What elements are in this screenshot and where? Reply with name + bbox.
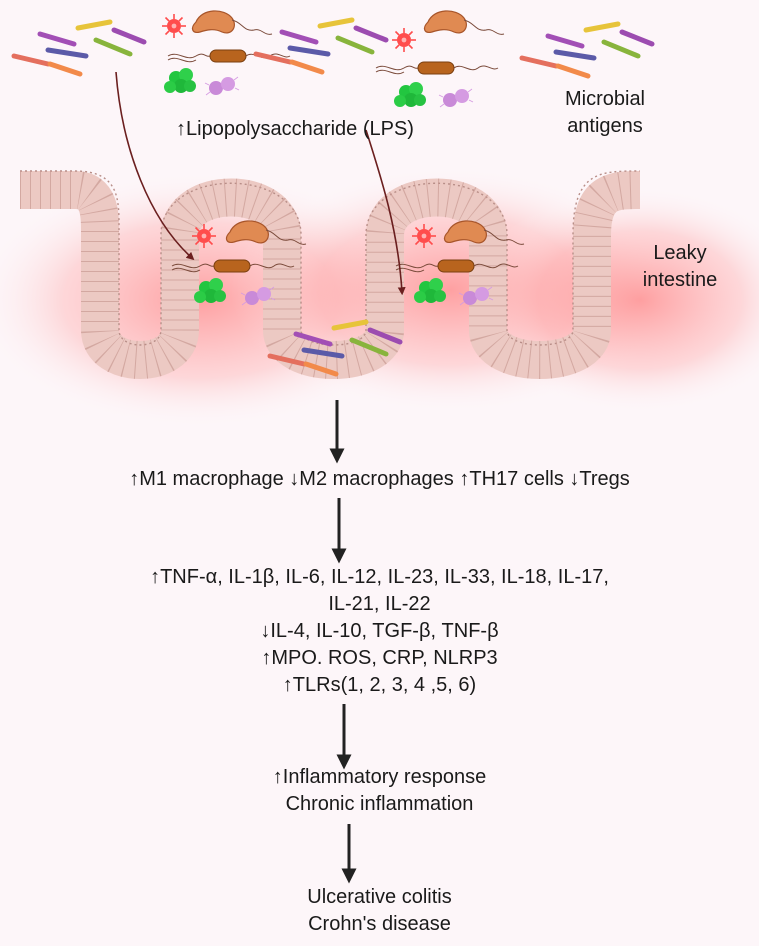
mediators-block: ↑TNF-α, IL-1β, IL-6, IL-12, IL-23, IL-33… [0,564,759,699]
lps-arrow-right [365,129,406,296]
leaky-label-line-1: Leaky [653,242,707,264]
pink-cell-icon [438,88,474,108]
rod-bacteria-cluster [256,20,386,72]
virus-icon [391,27,417,53]
microbial-antigens-label: Microbial antigens [520,86,690,140]
microbial-label-line-2: antigens [567,115,643,137]
pink-cell-icon [204,76,240,96]
response-block: ↑Inflammatory response Chronic inflammat… [0,764,759,818]
bean-bacterium-icon [423,10,505,35]
intestinal-epithelium [20,170,641,379]
lps-label: ↑Lipopolysaccharide (LPS) [176,118,414,140]
mediators-line-5: ↑TLRs(1, 2, 3, 4 ,5, 6) [282,674,477,696]
virus-icon [191,223,217,249]
mediators-line-2: IL-21, IL-22 [328,593,431,615]
immune-cells-text: ↑M1 macrophage ↓M2 macrophages ↑TH17 cel… [129,468,630,490]
cocci-cluster-icon [394,82,426,107]
leaky-label-line-2: intestine [642,269,718,291]
mediators-line-4: ↑MPO. ROS, CRP, NLRP3 [261,647,498,669]
mediators-line-1: ↑TNF-α, IL-1β, IL-6, IL-12, IL-23, IL-33… [150,566,609,588]
disease-line-2: Crohn's disease [308,913,451,935]
bean-bacterium-icon [191,10,273,35]
leaky-intestine-label: Leaky intestine [610,240,750,294]
response-line-1: ↑Inflammatory response [272,766,487,788]
disease-block: Ulcerative colitis Crohn's disease [0,884,759,938]
response-line-2: Chronic inflammation [285,793,474,815]
mediators-line-3: ↓IL-4, IL-10, TGF-β, TNF-β [260,620,499,642]
flagellated-bacterium-icon [375,61,499,75]
disease-line-1: Ulcerative colitis [307,886,452,908]
rod-bacteria-cluster [522,24,652,76]
virus-icon [411,223,437,249]
virus-icon [161,13,187,39]
lps-arrow-left [115,71,195,261]
microbial-label-line-1: Microbial [564,88,646,110]
cocci-cluster-icon [164,68,196,93]
rod-bacteria-cluster [14,22,144,74]
